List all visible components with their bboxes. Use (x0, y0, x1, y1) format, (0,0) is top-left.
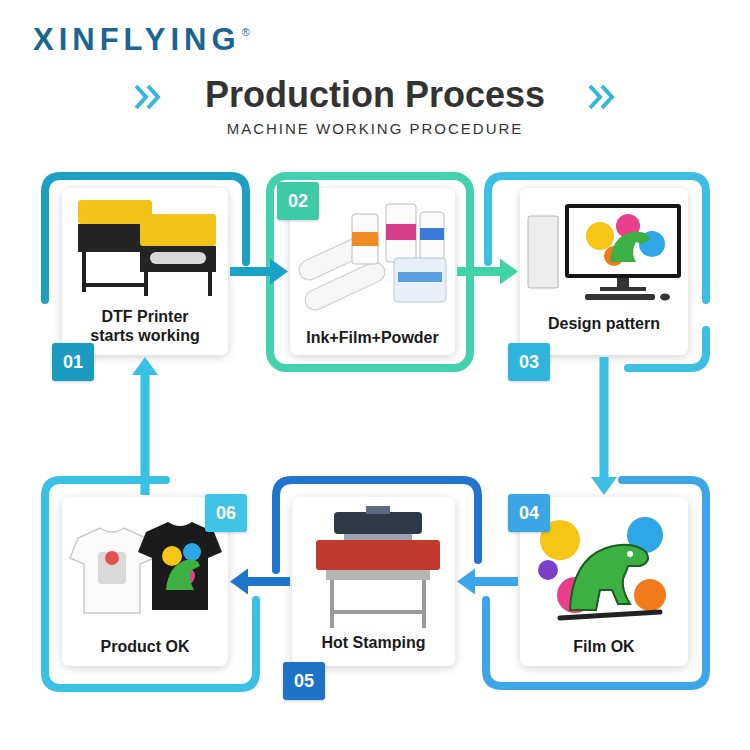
shirt-print (98, 552, 126, 584)
flow-line (457, 267, 502, 276)
shaker-body (140, 214, 216, 246)
shaker-body (140, 246, 216, 272)
press-handle (366, 506, 390, 514)
chevron (602, 86, 612, 108)
arrow-head (457, 569, 475, 595)
registered-mark: ® (242, 26, 250, 38)
tshirt-illustration (70, 522, 222, 613)
ink-bottle (386, 204, 416, 262)
film-print-illustration (538, 517, 666, 618)
powder-bag (394, 258, 446, 302)
computer-illustration (528, 204, 681, 301)
process-card: 06Product OK (62, 497, 228, 666)
subtitle: MACHINE WORKING PROCEDURE (0, 120, 750, 137)
shaker-stand (146, 270, 210, 296)
process-card: 03Design pattern (520, 188, 688, 355)
step-label: Ink+Film+Powder (306, 329, 438, 347)
ink-bottle (420, 212, 444, 260)
monitor (565, 204, 681, 278)
art-skateboard (560, 612, 660, 618)
step-number: 03 (508, 343, 550, 381)
card-face (520, 188, 688, 355)
monitor-stand (600, 287, 646, 291)
printer-stand (84, 250, 146, 292)
ink-label (352, 232, 378, 246)
card-face (62, 497, 228, 666)
supplies-illustration (296, 204, 446, 313)
page-title: Production Process (0, 74, 750, 116)
step-label: DTF Printer starts working (82, 308, 208, 345)
powder-label (398, 272, 442, 282)
process-card: 05Hot Stamping (292, 497, 455, 666)
shirt-print (166, 560, 200, 590)
arrow-head (132, 357, 158, 375)
art-splash (586, 222, 614, 250)
pc-tower (528, 216, 558, 288)
step-number: 04 (508, 494, 550, 532)
art-dino (570, 545, 648, 610)
shirt-print (183, 543, 201, 561)
white-tshirt (70, 528, 154, 613)
loop-frame (486, 480, 706, 686)
step-number: 02 (277, 182, 319, 220)
arrow-head (591, 477, 617, 495)
black-tshirt (138, 522, 222, 610)
shirt-print (105, 551, 119, 565)
monitor-stand (617, 278, 629, 287)
flow-arrow (457, 569, 518, 595)
arrow-head (500, 259, 518, 285)
step-label: Product OK (101, 638, 190, 656)
process-card: 01DTF Printer starts working (62, 188, 228, 355)
arrow-head (270, 259, 288, 285)
step-label: Hot Stamping (322, 634, 426, 652)
film-roll (150, 252, 206, 264)
flow-arrow (457, 259, 518, 285)
heat-press-illustration (316, 506, 440, 628)
brand-logo: XINFLYING (33, 22, 241, 58)
ink-bottle (352, 214, 378, 264)
loop-frame (45, 480, 256, 688)
flow-arrow (230, 569, 290, 595)
flow-line (141, 373, 150, 495)
step-label: Film OK (573, 638, 634, 656)
process-card: 02Ink+Film+Powder (290, 188, 455, 355)
press-platen (316, 540, 440, 570)
flow-arrow (591, 357, 617, 495)
arrow-head (230, 569, 248, 595)
ink-label (386, 224, 416, 240)
printer-illustration (78, 200, 216, 296)
monitor-screen (569, 208, 677, 274)
flow-arrow (230, 259, 288, 285)
press-head (334, 512, 422, 534)
press-plate (344, 534, 412, 540)
shirt-print (162, 546, 182, 566)
art-splash (634, 579, 666, 611)
keyboard (585, 294, 655, 300)
card-face (292, 497, 455, 666)
process-card: 04Film OK (520, 497, 688, 666)
flow-line (246, 577, 290, 586)
chevron (148, 86, 158, 108)
ink-label (420, 228, 444, 240)
flow-line (473, 577, 518, 586)
flow-line (230, 267, 272, 276)
flow-arrow (132, 357, 158, 495)
loop-frame (270, 176, 470, 368)
film-roll (302, 259, 388, 313)
art-dino-eye (627, 551, 633, 557)
step-number: 06 (205, 494, 247, 532)
flow-line (600, 357, 609, 479)
art-splash (538, 560, 558, 580)
chevron (136, 86, 146, 108)
chevron (590, 86, 600, 108)
card-face (62, 188, 228, 355)
art-dino (610, 232, 650, 262)
step-number: 05 (283, 662, 325, 700)
mouse (660, 294, 670, 301)
press-stand (332, 578, 424, 628)
step-number: 01 (52, 343, 94, 381)
step-label: Design pattern (548, 315, 660, 333)
